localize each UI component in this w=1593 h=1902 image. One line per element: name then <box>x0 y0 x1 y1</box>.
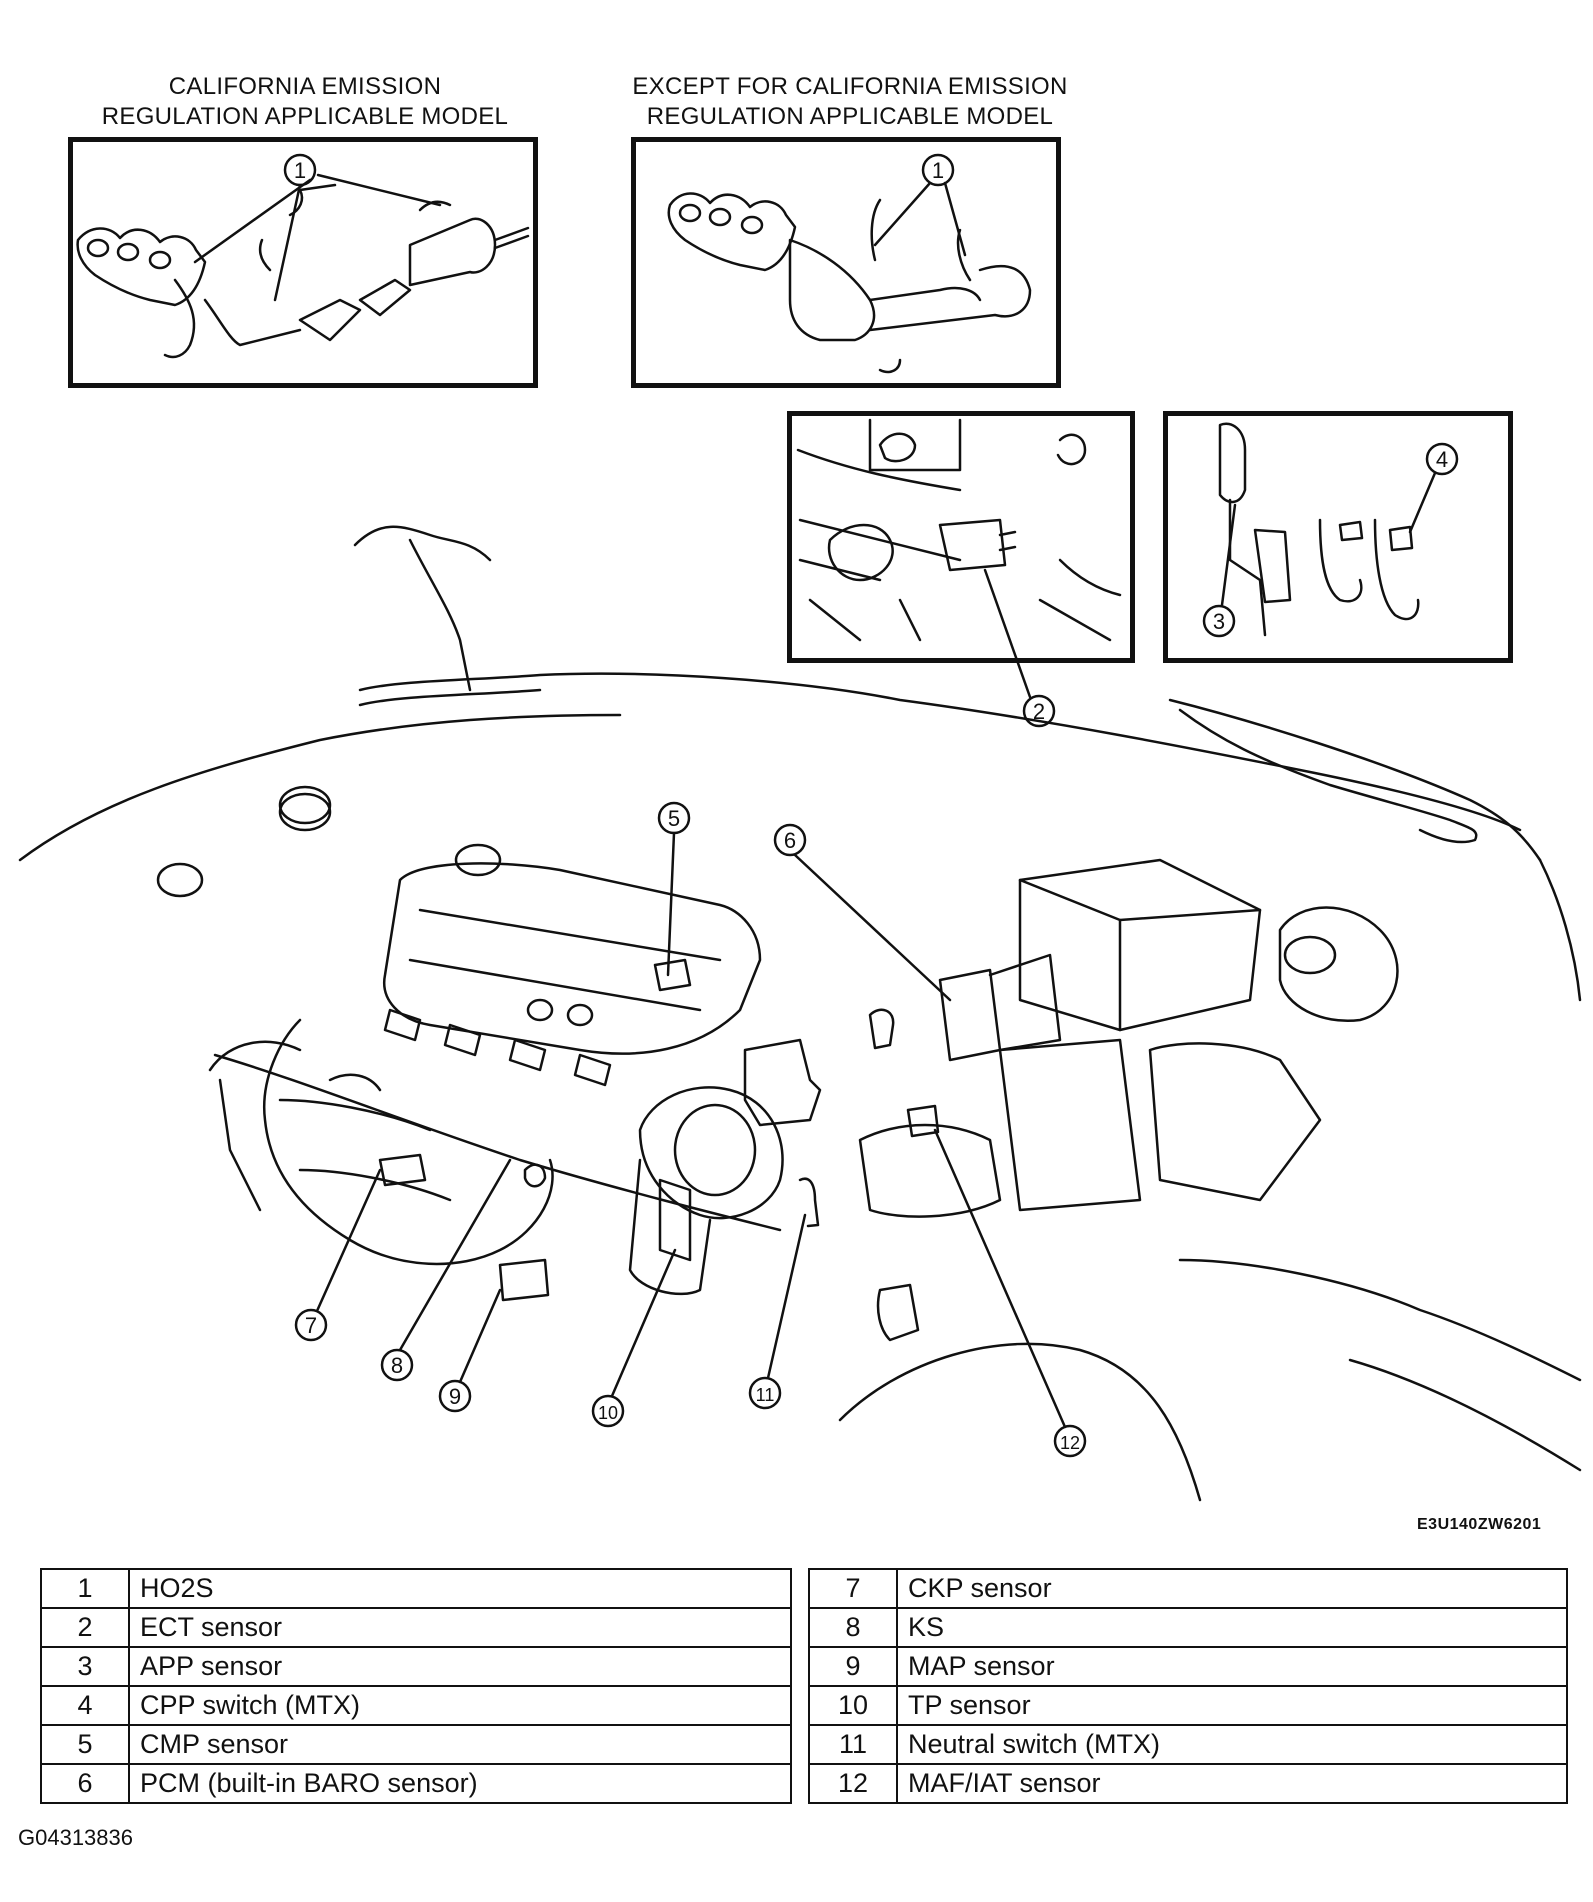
engine-compartment-art <box>18 525 1582 1502</box>
legend-label: CPP switch (MTX) <box>128 1685 792 1726</box>
california-exhaust-art <box>76 153 530 359</box>
ect-detail-art <box>796 418 1122 728</box>
callout-11: 11 <box>756 1385 775 1405</box>
callout-10: 10 <box>598 1403 618 1423</box>
except-california-exhaust-art <box>667 153 1032 374</box>
legend-label: KS <box>896 1607 1568 1648</box>
callout-1-except-california: 1 <box>932 158 944 183</box>
caption-line: REGULATION APPLICABLE MODEL <box>101 103 509 130</box>
callout-12: 12 <box>1060 1433 1080 1453</box>
legend-number: 10 <box>808 1685 898 1726</box>
legend-number: 3 <box>40 1646 130 1687</box>
callout-2: 2 <box>1033 699 1045 724</box>
callout-5: 5 <box>668 806 680 831</box>
legend-label: CKP sensor <box>896 1568 1568 1609</box>
figure-code: E3U140ZW6201 <box>1417 1516 1542 1533</box>
legend-label: PCM (built-in BARO sensor) <box>128 1763 792 1804</box>
legend-label: Neutral switch (MTX) <box>896 1724 1568 1765</box>
legend-number: 8 <box>808 1607 898 1648</box>
legend-number: 9 <box>808 1646 898 1687</box>
engine-compartment-diagram: 1 1 2 <box>18 153 1582 1502</box>
pedal-detail-art <box>1202 422 1459 638</box>
legend-label: APP sensor <box>128 1646 792 1687</box>
legend-number: 6 <box>40 1763 130 1804</box>
legend-label: MAP sensor <box>896 1646 1568 1687</box>
legend-number: 4 <box>40 1685 130 1726</box>
legend-label: ECT sensor <box>128 1607 792 1648</box>
callout-4: 4 <box>1436 447 1448 472</box>
legend-label: HO2S <box>128 1568 792 1609</box>
legend-label: CMP sensor <box>128 1724 792 1765</box>
callout-8: 8 <box>391 1353 403 1378</box>
callout-9: 9 <box>449 1384 461 1409</box>
inset-caption-except-california: EXCEPT FOR CALIFORNIA EMISSION REGULATIO… <box>610 72 1090 132</box>
legend-label: MAF/IAT sensor <box>896 1763 1568 1804</box>
legend-number: 11 <box>808 1724 898 1765</box>
inset-except-california-exhaust <box>631 137 1061 388</box>
callout-1-california: 1 <box>294 158 306 183</box>
inset-california-exhaust <box>68 137 538 388</box>
document-id: G04313836 <box>18 1825 133 1850</box>
inset-caption-california: CALIFORNIA EMISSION REGULATION APPLICABL… <box>70 72 540 132</box>
legend-number: 1 <box>40 1568 130 1609</box>
legend-label: TP sensor <box>896 1685 1568 1726</box>
caption-line: CALIFORNIA EMISSION <box>168 73 442 100</box>
legend-number: 7 <box>808 1568 898 1609</box>
legend-number: 5 <box>40 1724 130 1765</box>
callout-6: 6 <box>784 828 796 853</box>
caption-line: REGULATION APPLICABLE MODEL <box>646 103 1054 130</box>
caption-line: EXCEPT FOR CALIFORNIA EMISSION <box>632 73 1068 100</box>
legend-number: 2 <box>40 1607 130 1648</box>
callout-7: 7 <box>305 1313 317 1338</box>
callout-3: 3 <box>1213 609 1225 634</box>
legend-number: 12 <box>808 1763 898 1804</box>
